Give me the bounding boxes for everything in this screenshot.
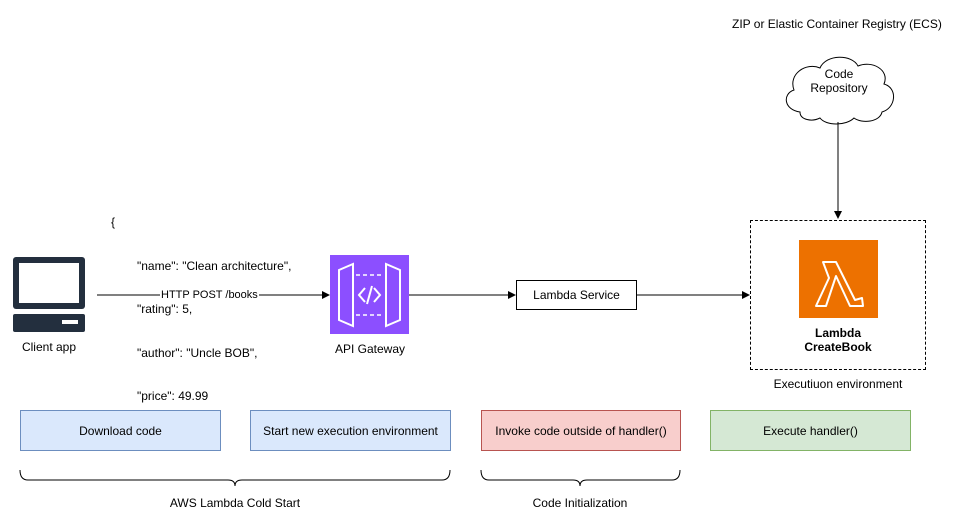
lambda-function-label: Lambda CreateBook — [788, 326, 888, 354]
http-post-label: HTTP POST /books — [160, 289, 259, 301]
code-repository-line2: Repository — [810, 81, 868, 95]
phase-download-code: Download code — [20, 410, 221, 451]
request-body: { "name": "Clean architecture", "rating"… — [111, 186, 291, 476]
laptop-icon — [13, 257, 85, 332]
code-repository-label: Code Repository — [800, 67, 878, 95]
phase-label: Execute handler() — [763, 423, 858, 438]
lambda-service-label: Lambda Service — [533, 288, 620, 302]
lambda-function-line1: Lambda — [814, 326, 861, 340]
cold-start-label: AWS Lambda Cold Start — [169, 496, 301, 510]
request-body-line: "price": 49.99 — [137, 389, 209, 403]
code-repository-line1: Code — [824, 67, 854, 81]
request-body-line: "author": "Uncle BOB", — [137, 345, 258, 360]
api-gateway-label: API Gateway — [334, 342, 406, 356]
lambda-icon — [799, 240, 878, 318]
cold-start-bracket — [19, 469, 451, 487]
execution-environment-box — [750, 220, 926, 370]
phase-execute-handler: Execute handler() — [710, 410, 911, 451]
lambda-service-box: Lambda Service — [516, 280, 637, 310]
lambda-function-line2: CreateBook — [804, 340, 872, 354]
phase-label: Invoke code outside of handler() — [495, 423, 667, 438]
phase-label: Download code — [79, 423, 162, 438]
registry-label: ZIP or Elastic Container Registry (ECS) — [732, 17, 942, 31]
code-repository-cloud — [785, 56, 894, 125]
code-init-bracket — [480, 469, 681, 487]
execution-environment-label: Executiuon environment — [773, 377, 903, 391]
request-body-line: "rating": 5, — [137, 302, 193, 316]
phase-start-environment: Start new execution environment — [250, 410, 451, 451]
phase-label: Start new execution environment — [263, 423, 438, 438]
request-body-open: { — [111, 215, 116, 229]
phase-invoke-outside-handler: Invoke code outside of handler() — [481, 410, 681, 451]
api-gateway-icon — [330, 255, 409, 334]
code-initialization-label: Code Initialization — [532, 496, 628, 510]
request-body-line: "name": "Clean architecture", — [137, 258, 292, 273]
client-app-label: Client app — [21, 340, 77, 354]
